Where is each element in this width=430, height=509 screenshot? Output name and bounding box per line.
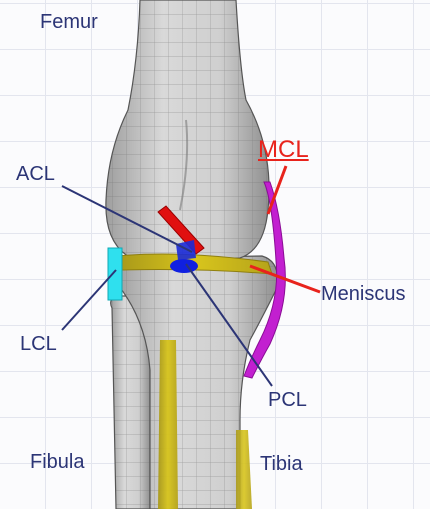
pcl-ligament: [170, 259, 198, 273]
tibia-label: Tibia: [260, 454, 303, 474]
pcl-label: PCL: [268, 390, 307, 410]
fibula-label: Fibula: [30, 452, 84, 472]
femur-bone: [106, 0, 269, 262]
interosseous-tissue: [158, 340, 178, 509]
lcl-ligament: [108, 248, 122, 300]
posterior-yellow-tissue: [236, 430, 252, 509]
lcl-label: LCL: [20, 334, 57, 354]
acl-label: ACL: [16, 164, 55, 184]
mcl-label: MCL: [258, 138, 309, 162]
meniscus-label: Meniscus: [321, 284, 405, 304]
femur-label: Femur: [40, 12, 98, 32]
